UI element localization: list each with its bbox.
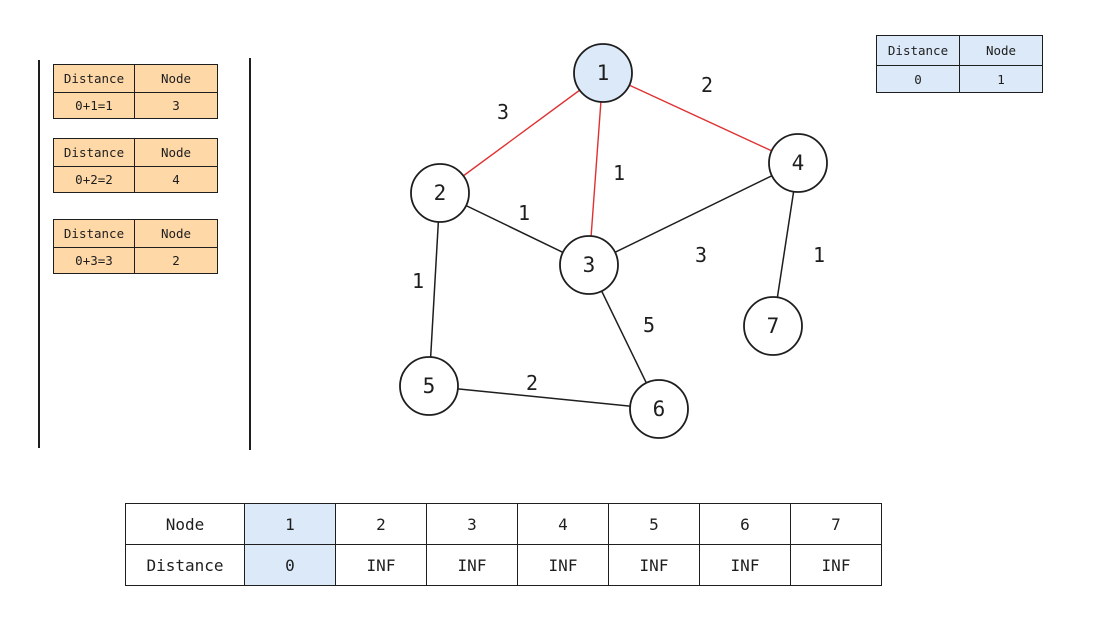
graph-node-3: 3 [559,235,619,295]
node-label: 3 [583,253,596,277]
queue-node: 2 [134,247,218,274]
node-cell: 6 [699,503,791,545]
edge-weight-label: 2 [701,73,713,97]
distance-cell: INF [608,544,700,586]
edge-1-3 [588,72,604,266]
graph-node-7: 7 [743,296,803,356]
node-cell: 5 [608,503,700,545]
node-label: 2 [434,181,447,205]
node-label: 7 [767,314,780,338]
node-cell: 7 [790,503,882,545]
edge-1-2 [439,72,604,194]
edge-1-4 [602,72,799,164]
edge-2-5 [428,192,441,387]
edge-weight-label: 1 [412,269,424,293]
distance-row-header: Distance [125,544,245,586]
current-node-table: Distance Node 0 1 [876,35,1043,93]
queue-header-node: Node [134,138,218,167]
edge-weight-label: 1 [813,243,825,267]
queue-right-rail [249,58,251,450]
graph-node-2: 2 [410,163,470,223]
node-circle [743,296,803,356]
distance-cell: INF [426,544,518,586]
current-distance: 0 [876,65,960,93]
queue-distance: 0+3=3 [53,247,135,274]
queue-header-distance: Distance [53,219,135,248]
distance-cell: 0 [244,544,336,586]
edge-weight-label: 2 [526,371,538,395]
edge-5-6 [428,385,660,410]
node-circle [399,356,459,416]
node-cell: 1 [244,503,336,545]
edge-weight-label: 3 [497,100,509,124]
node-circle [573,43,633,103]
queue-left-rail [38,60,40,448]
edge-3-4 [588,162,799,266]
queue-node: 4 [134,166,218,193]
distance-cell: INF [335,544,427,586]
node-label: 4 [792,151,805,175]
queue-distance: 0+1=1 [53,92,135,119]
node-label: 6 [653,397,666,421]
node-label: 1 [597,61,610,85]
graph-node-6: 6 [629,379,689,439]
edge-weight-label: 1 [613,161,625,185]
distance-table: Node 1 2 3 4 5 6 7 Distance 0 INF INF IN… [125,503,882,586]
node-circle [559,235,619,295]
queue-header-node: Node [134,219,218,248]
distance-cell: INF [699,544,791,586]
current-node: 1 [959,65,1043,93]
node-cell: 4 [517,503,609,545]
current-header-distance: Distance [876,35,960,66]
distance-cell: INF [790,544,882,586]
distance-table-distance-row: Distance 0 INF INF INF INF INF INF [125,544,882,586]
node-circle [629,379,689,439]
node-row-header: Node [125,503,245,545]
distance-table-node-row: Node 1 2 3 4 5 6 7 [125,503,882,545]
node-circle [410,163,470,223]
graph-node-1: 1 [573,43,633,103]
queue-node: 3 [134,92,218,119]
node-cell: 3 [426,503,518,545]
queue-entry-3: Distance Node 0+3=3 2 [53,219,218,274]
queue-distance: 0+2=2 [53,166,135,193]
graph-node-5: 5 [399,356,459,416]
node-cell: 2 [335,503,427,545]
edge-weight-label: 3 [695,243,707,267]
queue-entry-2: Distance Node 0+2=2 4 [53,138,218,193]
node-label: 5 [423,374,436,398]
distance-cell: INF [517,544,609,586]
graph-node-4: 4 [768,133,828,193]
current-header-node: Node [959,35,1043,66]
queue-entry-1: Distance Node 0+1=1 3 [53,64,218,119]
edge-weight-label: 5 [643,313,655,337]
edge-weight-label: 1 [518,201,530,225]
node-circle [768,133,828,193]
